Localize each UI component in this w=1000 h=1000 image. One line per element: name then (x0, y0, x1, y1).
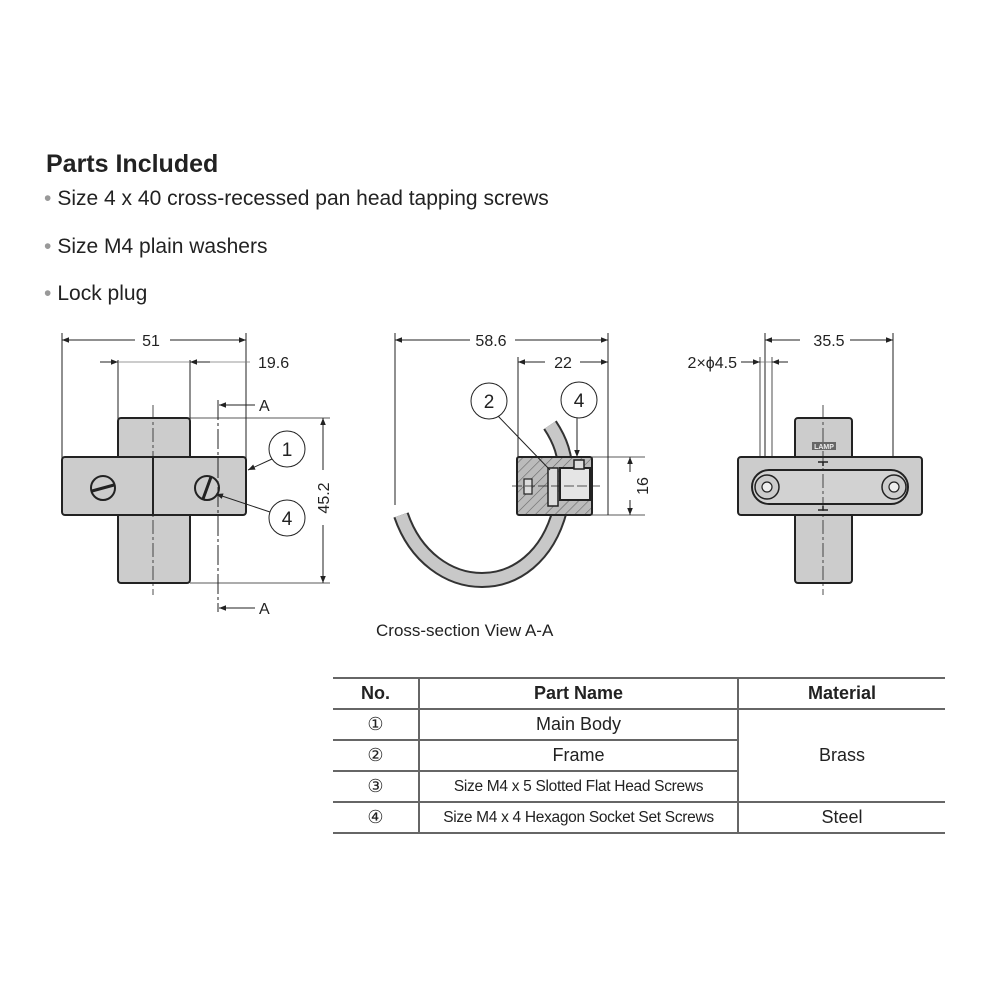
parts-item: •Size M4 plain washers (44, 235, 268, 258)
parts-item: •Lock plug (44, 282, 148, 305)
parts-item-text: Lock plug (57, 282, 148, 305)
header-material: Material (737, 677, 945, 710)
dim-pitch: 35.5 (813, 333, 844, 350)
cell-material: Brass (737, 708, 945, 803)
table-header: No. Part Name Material (333, 677, 945, 710)
cell-no: ④ (333, 801, 419, 834)
cell-name: Main Body (418, 708, 738, 741)
dim-inner: 19.6 (258, 355, 289, 372)
dim-width: 58.6 (475, 333, 506, 350)
parts-table: No. Part Name Material ① Main Body Brass… (333, 677, 945, 834)
cell-material: Steel (737, 801, 945, 834)
section-caption: Cross-section View A-A (376, 621, 554, 640)
dim-height: 45.2 (316, 482, 333, 513)
section-label: A (259, 601, 270, 618)
front-view (61, 333, 330, 612)
cell-no: ① (333, 708, 419, 741)
section-label: A (259, 398, 270, 415)
dim-block: 22 (554, 355, 572, 372)
callout-1: 1 (282, 440, 293, 461)
table-row: ① Main Body Brass (333, 708, 945, 803)
header-no: No. (333, 677, 419, 710)
stamp-text: LAMP (814, 444, 834, 451)
table-row: ② Frame (333, 739, 945, 772)
cell-no: ② (333, 739, 419, 772)
dim-height: 16 (635, 477, 652, 495)
dim-holes: 2×ϕ4.5 (688, 355, 738, 372)
cell-name: Frame (418, 739, 738, 772)
cell-no: ③ (333, 770, 419, 803)
callout-4: 4 (574, 391, 585, 412)
parts-item-text: Size 4 x 40 cross-recessed pan head tapp… (57, 187, 549, 210)
lamp-stamp (812, 442, 836, 450)
cell-name: Size M4 x 4 Hexagon Socket Set Screws (418, 801, 738, 834)
callout-4: 4 (282, 509, 293, 530)
dim-width: 51 (142, 333, 160, 350)
parts-item-text: Size M4 plain washers (57, 235, 268, 258)
parts-item: •Size 4 x 40 cross-recessed pan head tap… (44, 187, 549, 210)
section-view (393, 333, 645, 588)
back-view (737, 333, 923, 595)
callout-2: 2 (484, 392, 495, 413)
header-part-name: Part Name (418, 677, 738, 710)
table-row: ③ Size M4 x 5 Slotted Flat Head Screws (333, 770, 945, 803)
table-row: ④ Size M4 x 4 Hexagon Socket Set Screws … (333, 801, 945, 834)
cell-name: Size M4 x 5 Slotted Flat Head Screws (418, 770, 738, 803)
parts-included-heading: Parts Included (46, 150, 219, 178)
